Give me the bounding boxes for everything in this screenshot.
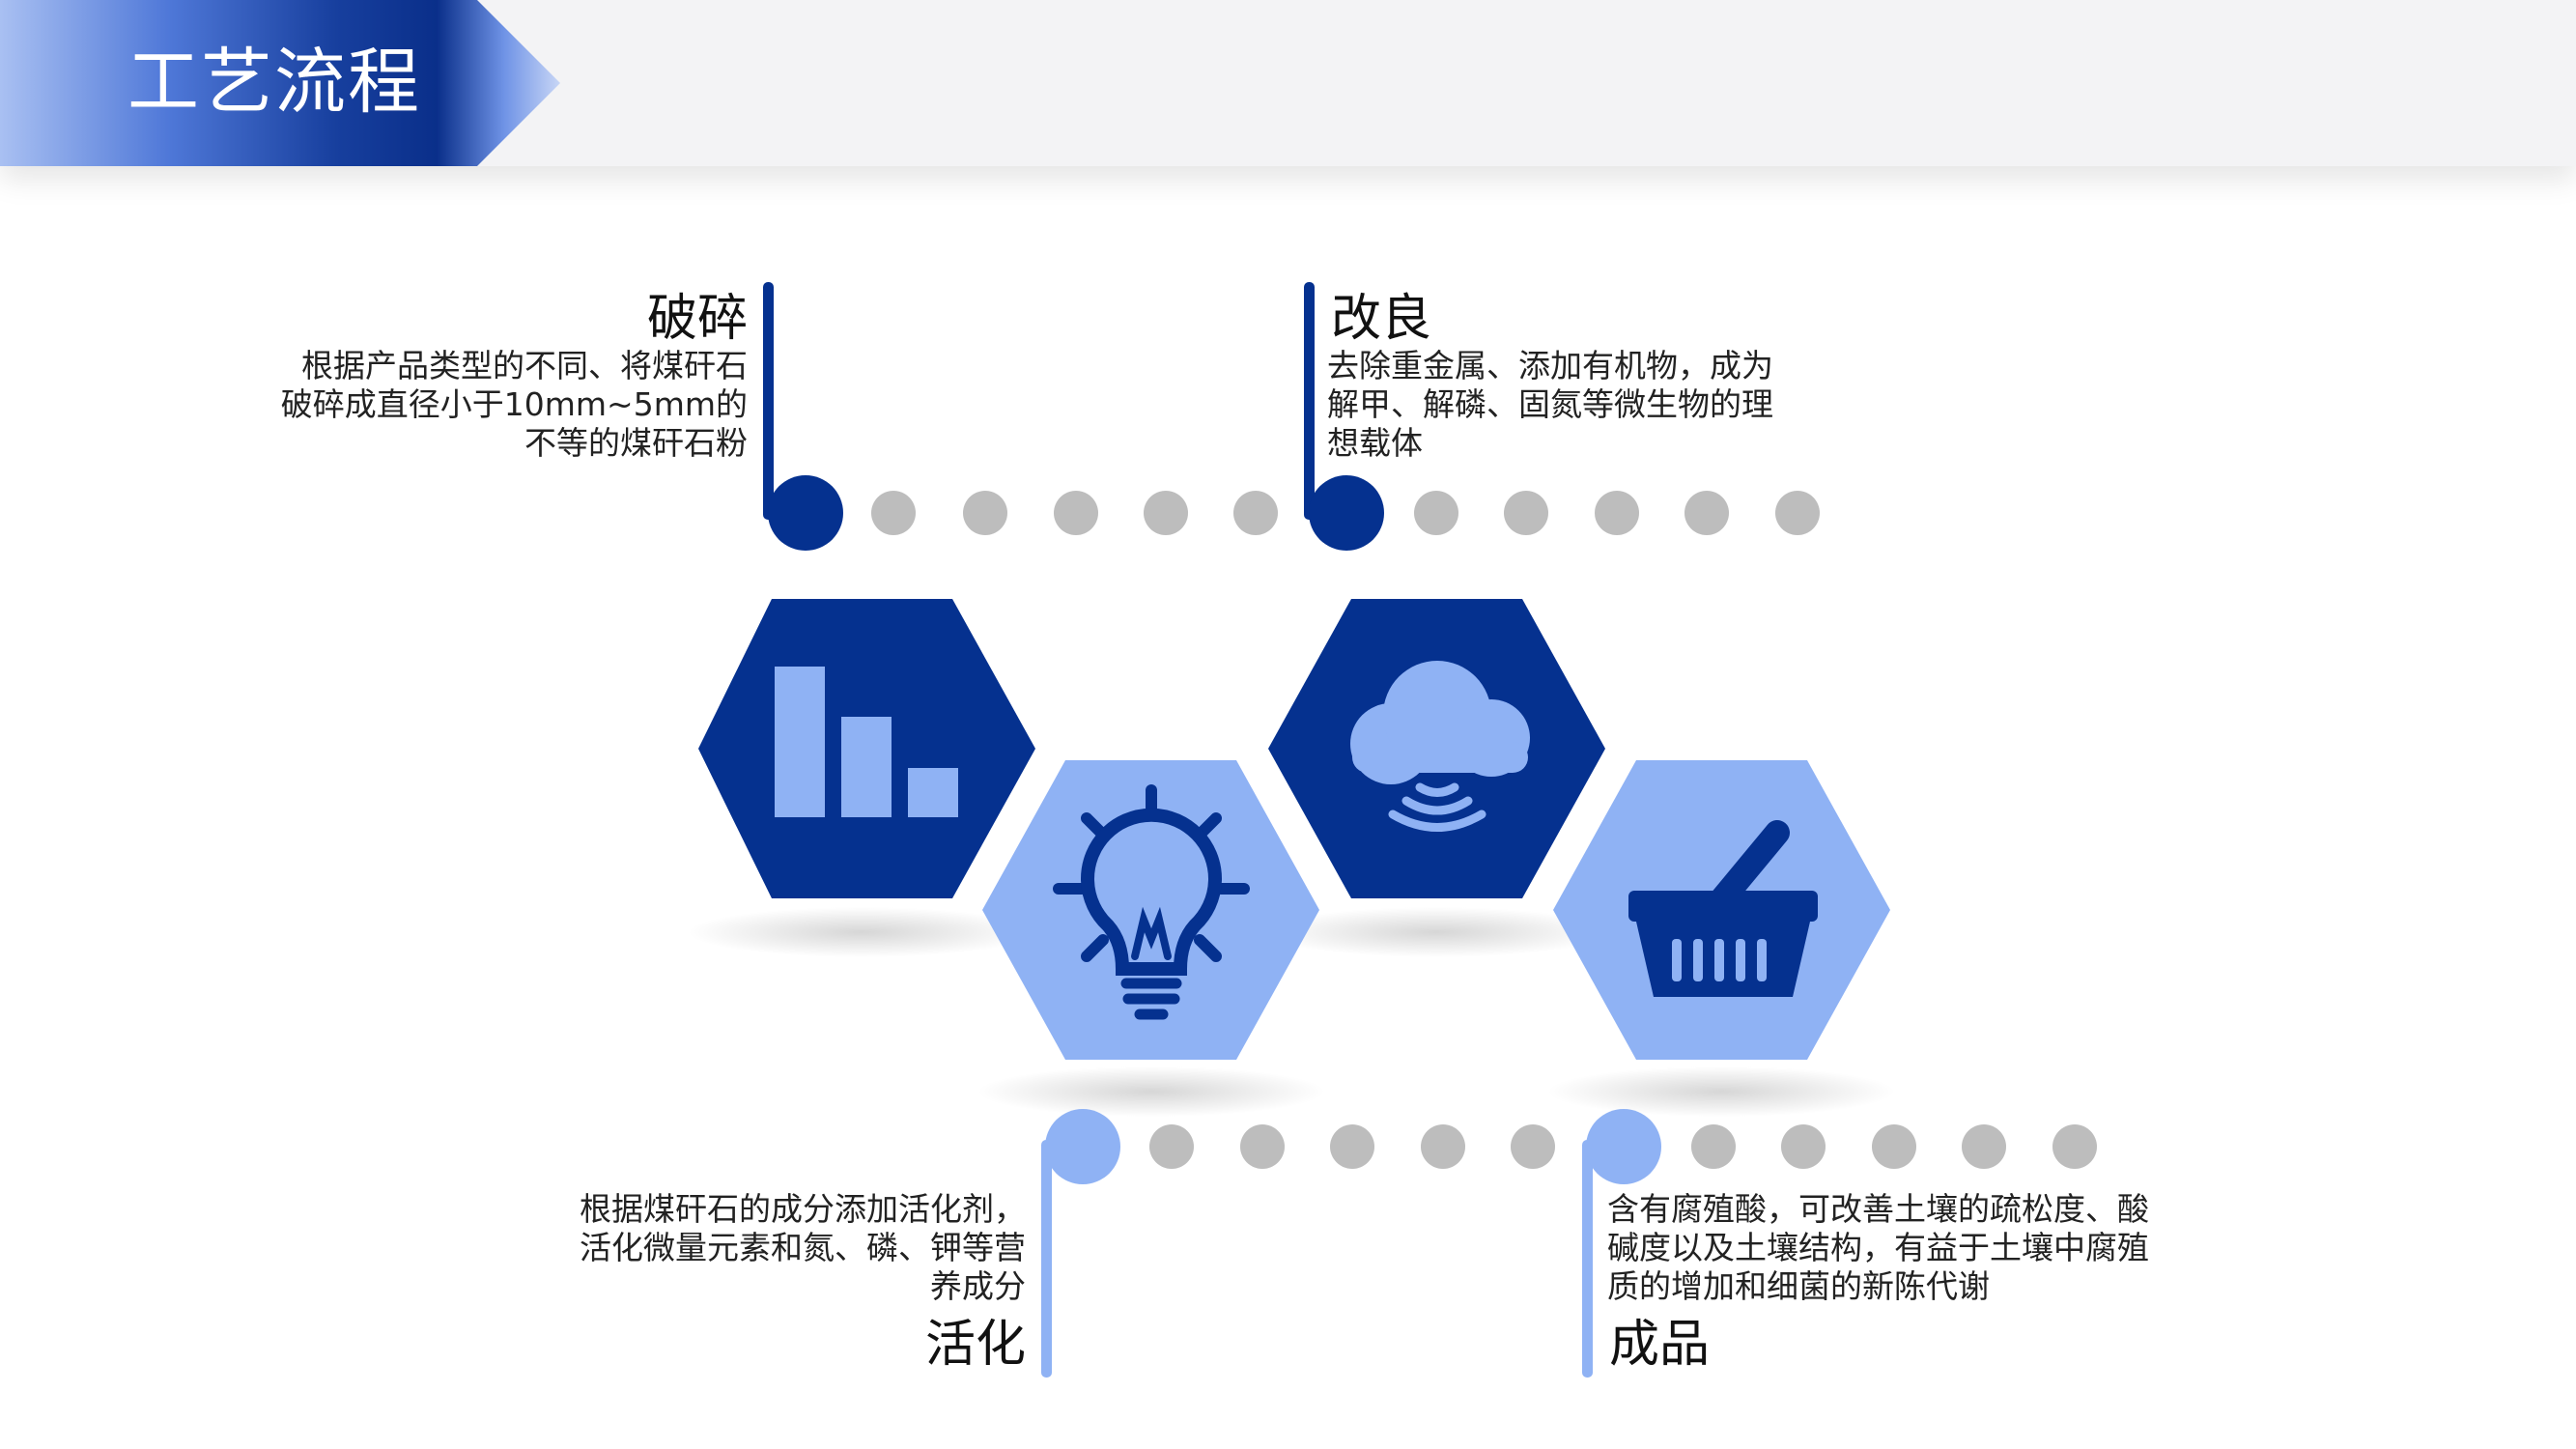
hex-shadow xyxy=(1262,907,1610,957)
timeline-dot xyxy=(1330,1124,1374,1169)
description-line: 活化微量元素和氮、磷、钾等营 xyxy=(580,1229,1026,1266)
hexagon-shape xyxy=(982,760,1319,1060)
hexagon-step-1 xyxy=(698,599,1035,898)
timeline-dot xyxy=(1144,491,1188,535)
description-line: 解甲、解磷、固氮等微生物的理 xyxy=(1327,385,1773,423)
hex-shadow xyxy=(977,1066,1325,1117)
step-4-description: 含有腐殖酸，可改善土壤的疏松度、酸 碱度以及土壤结构，有益于土壤中腐殖 质的增加… xyxy=(1607,1190,2149,1306)
step-2-description: 根据煤矸石的成分添加活化剂， 活化微量元素和氮、磷、钾等营 养成分 xyxy=(580,1190,1026,1306)
timeline-dot xyxy=(963,491,1007,535)
description-line: 质的增加和细菌的新陈代谢 xyxy=(1607,1267,1990,1305)
description-line: 破碎成直径小于10mm~5mm的 xyxy=(280,385,748,423)
timeline-dot xyxy=(2052,1124,2097,1169)
marker-dot xyxy=(1586,1109,1661,1184)
timeline-dot xyxy=(1775,491,1820,535)
hex-shadow xyxy=(688,907,1035,957)
basket-icon xyxy=(1628,820,1818,997)
step-3-title: 改良 xyxy=(1331,290,1432,348)
header-title-tab xyxy=(0,0,560,166)
description-line: 不等的煤矸石粉 xyxy=(524,424,748,462)
step-3-description: 去除重金属、添加有机物，成为 解甲、解磷、固氮等微生物的理 想载体 xyxy=(1327,347,1773,463)
timeline-dot xyxy=(1149,1124,1194,1169)
description-line: 含有腐殖酸，可改善土壤的疏松度、酸 xyxy=(1607,1190,2149,1228)
timeline-dot xyxy=(1684,491,1729,535)
marker-dot xyxy=(768,475,843,551)
description-line: 想载体 xyxy=(1327,424,1423,462)
marker-line xyxy=(1582,1140,1593,1378)
step-1-description: 根据产品类型的不同、将煤矸石 破碎成直径小于10mm~5mm的 不等的煤矸石粉 xyxy=(281,347,748,463)
timeline-dot xyxy=(1240,1124,1285,1169)
description-line: 根据煤矸石的成分添加活化剂， xyxy=(580,1190,1026,1228)
hexagon-step-2 xyxy=(982,760,1319,1060)
timeline-dot xyxy=(1233,491,1278,535)
page-title: 工艺流程 xyxy=(127,41,421,124)
timeline-dot xyxy=(871,491,916,535)
description-line: 根据产品类型的不同、将煤矸石 xyxy=(301,347,748,384)
step-1-title: 破碎 xyxy=(646,290,748,348)
timeline-dot xyxy=(1691,1124,1736,1169)
marker-line xyxy=(1041,1140,1052,1378)
hex-shadow xyxy=(1547,1066,1895,1117)
step-2-title: 活化 xyxy=(924,1316,1026,1374)
timeline-dot xyxy=(1781,1124,1826,1169)
description-line: 去除重金属、添加有机物，成为 xyxy=(1327,347,1773,384)
marker-line xyxy=(1304,282,1315,520)
bar-chart-icon xyxy=(775,667,958,817)
description-line: 碱度以及土壤结构，有益于土壤中腐殖 xyxy=(1607,1229,2149,1266)
timeline-dot xyxy=(1421,1124,1465,1169)
hexagon-step-3 xyxy=(1268,599,1605,898)
lightbulb-icon xyxy=(1053,784,1250,1020)
marker-line xyxy=(763,282,774,520)
step-4-title: 成品 xyxy=(1609,1316,1711,1374)
timeline-dot xyxy=(1872,1124,1916,1169)
timeline-dot xyxy=(1511,1124,1555,1169)
timeline-dot xyxy=(1414,491,1458,535)
marker-dot xyxy=(1045,1109,1120,1184)
marker-dot xyxy=(1309,475,1384,551)
hexagon-step-4 xyxy=(1553,760,1890,1060)
timeline-dot xyxy=(1054,491,1098,535)
bottom-timeline xyxy=(1041,1109,2097,1378)
top-timeline xyxy=(763,282,1820,551)
timeline-dot xyxy=(1504,491,1548,535)
timeline-dot xyxy=(1962,1124,2006,1169)
cloud-signal-icon xyxy=(1350,661,1530,832)
description-line: 养成分 xyxy=(930,1267,1026,1305)
timeline-dot xyxy=(1595,491,1639,535)
